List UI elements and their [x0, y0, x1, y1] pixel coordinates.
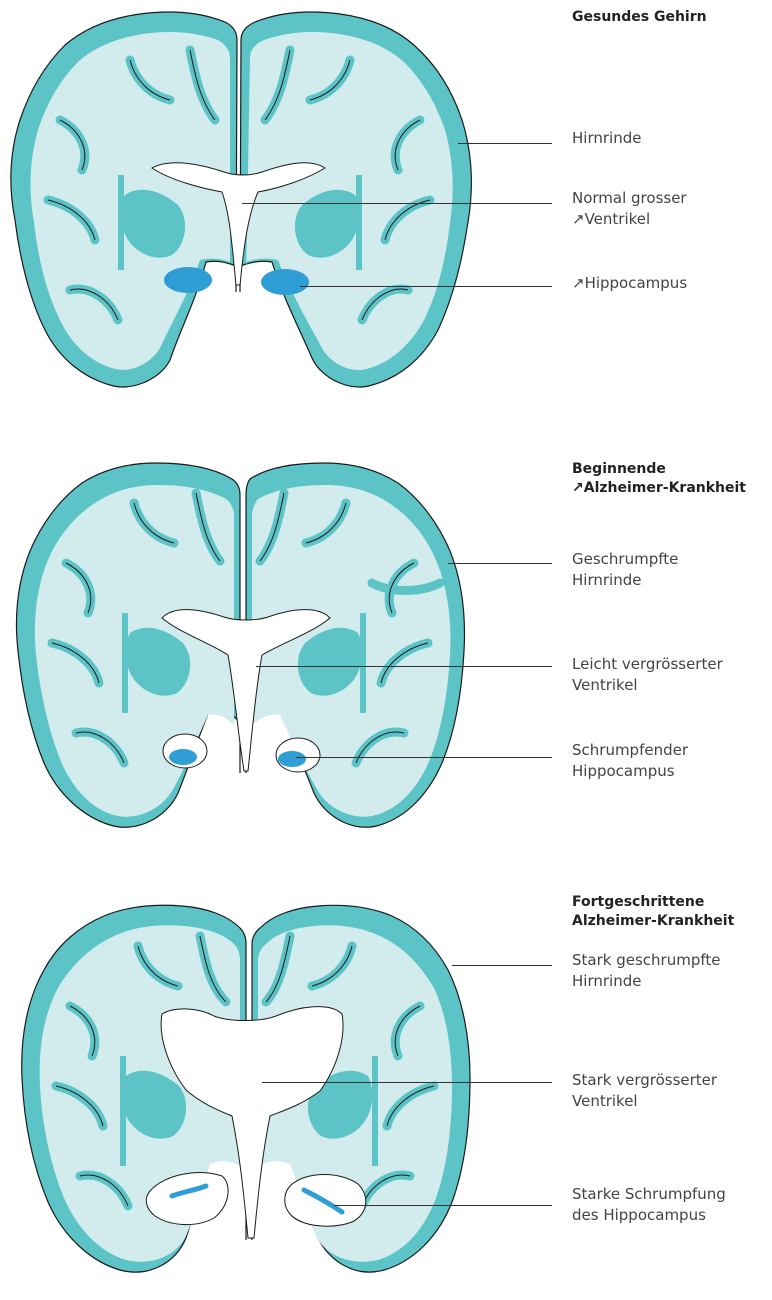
internal-capsule-right: [372, 1056, 378, 1166]
panel-heading: Gesundes Gehirn: [572, 8, 707, 27]
hippocampus-right: [261, 269, 309, 295]
brain-cross-section-advanced-alzheimer: [0, 866, 560, 1300]
label-line: Hirnrinde: [572, 971, 720, 992]
hippocampus-right: [278, 751, 306, 767]
leader-line-ventricle: [256, 666, 552, 667]
label-link-hippocampus[interactable]: ↗Hippocampus: [572, 273, 687, 294]
brain-cross-section-early-alzheimer: [0, 433, 560, 866]
label-link-ventricle[interactable]: ↗Ventrikel: [572, 209, 687, 230]
label-line: Hippocampus: [572, 761, 688, 782]
leader-line-hippocampus: [300, 286, 552, 287]
panel-advanced-alzheimer: Fortgeschrittene Alzheimer-Krankheit Sta…: [0, 866, 772, 1299]
internal-capsule-left: [118, 175, 124, 270]
heading-link-alzheimer[interactable]: ↗Alzheimer-Krankheit: [572, 479, 746, 498]
label-line: Hirnrinde: [572, 570, 678, 591]
leader-line-cortex: [458, 143, 552, 144]
panel-heading: Fortgeschrittene Alzheimer-Krankheit: [572, 893, 734, 931]
internal-capsule-left: [120, 1056, 126, 1166]
label-line: Starke Schrumpfung: [572, 1184, 726, 1205]
heading-line: Gesundes Gehirn: [572, 8, 707, 27]
label-line: Ventrikel: [572, 675, 723, 696]
panel-heading: Beginnende ↗Alzheimer-Krankheit: [572, 460, 746, 498]
heading-line: Beginnende: [572, 460, 746, 479]
label-ventricle: Leicht vergrösserter Ventrikel: [572, 654, 723, 696]
label-line: Geschrumpfte: [572, 549, 678, 570]
leader-line-cortex: [448, 563, 552, 564]
panel-early-alzheimer: Beginnende ↗Alzheimer-Krankheit Geschrum…: [0, 433, 772, 866]
label-hippocampus: ↗Hippocampus: [572, 273, 687, 294]
leader-line-cortex: [452, 965, 552, 966]
leader-line-hippocampus: [296, 757, 552, 758]
label-cortex: Stark geschrumpfte Hirnrinde: [572, 950, 720, 992]
leader-line-ventricle: [262, 1082, 552, 1083]
label-ventricle: Normal grosser ↗Ventrikel: [572, 188, 687, 230]
label-line: Stark vergrösserter: [572, 1070, 717, 1091]
label-line: Schrumpfender: [572, 740, 688, 761]
label-line: Ventrikel: [572, 1091, 717, 1112]
label-cortex: Geschrumpfte Hirnrinde: [572, 549, 678, 591]
label-cortex: Hirnrinde: [572, 128, 641, 149]
label-hippocampus: Schrumpfender Hippocampus: [572, 740, 688, 782]
label-line: Normal grosser: [572, 188, 687, 209]
label-ventricle: Stark vergrösserter Ventrikel: [572, 1070, 717, 1112]
label-line: des Hippocampus: [572, 1205, 726, 1226]
heading-line: Fortgeschrittene: [572, 893, 734, 912]
label-line: Leicht vergrösserter: [572, 654, 723, 675]
leader-line-ventricle: [242, 203, 552, 204]
internal-capsule-left: [122, 613, 128, 713]
panel-healthy-brain: Gesundes Gehirn Hirnrinde Normal grosser…: [0, 0, 772, 433]
heading-line: Alzheimer-Krankheit: [572, 912, 734, 931]
label-line: Hirnrinde: [572, 128, 641, 149]
label-line: Stark geschrumpfte: [572, 950, 720, 971]
internal-capsule-right: [356, 175, 362, 270]
leader-line-hippocampus: [334, 1205, 552, 1206]
hippocampus-left: [169, 749, 197, 765]
label-hippocampus: Starke Schrumpfung des Hippocampus: [572, 1184, 726, 1226]
internal-capsule-right: [360, 613, 366, 713]
hippocampus-left: [164, 267, 212, 293]
brain-cross-section-healthy: [0, 0, 560, 433]
